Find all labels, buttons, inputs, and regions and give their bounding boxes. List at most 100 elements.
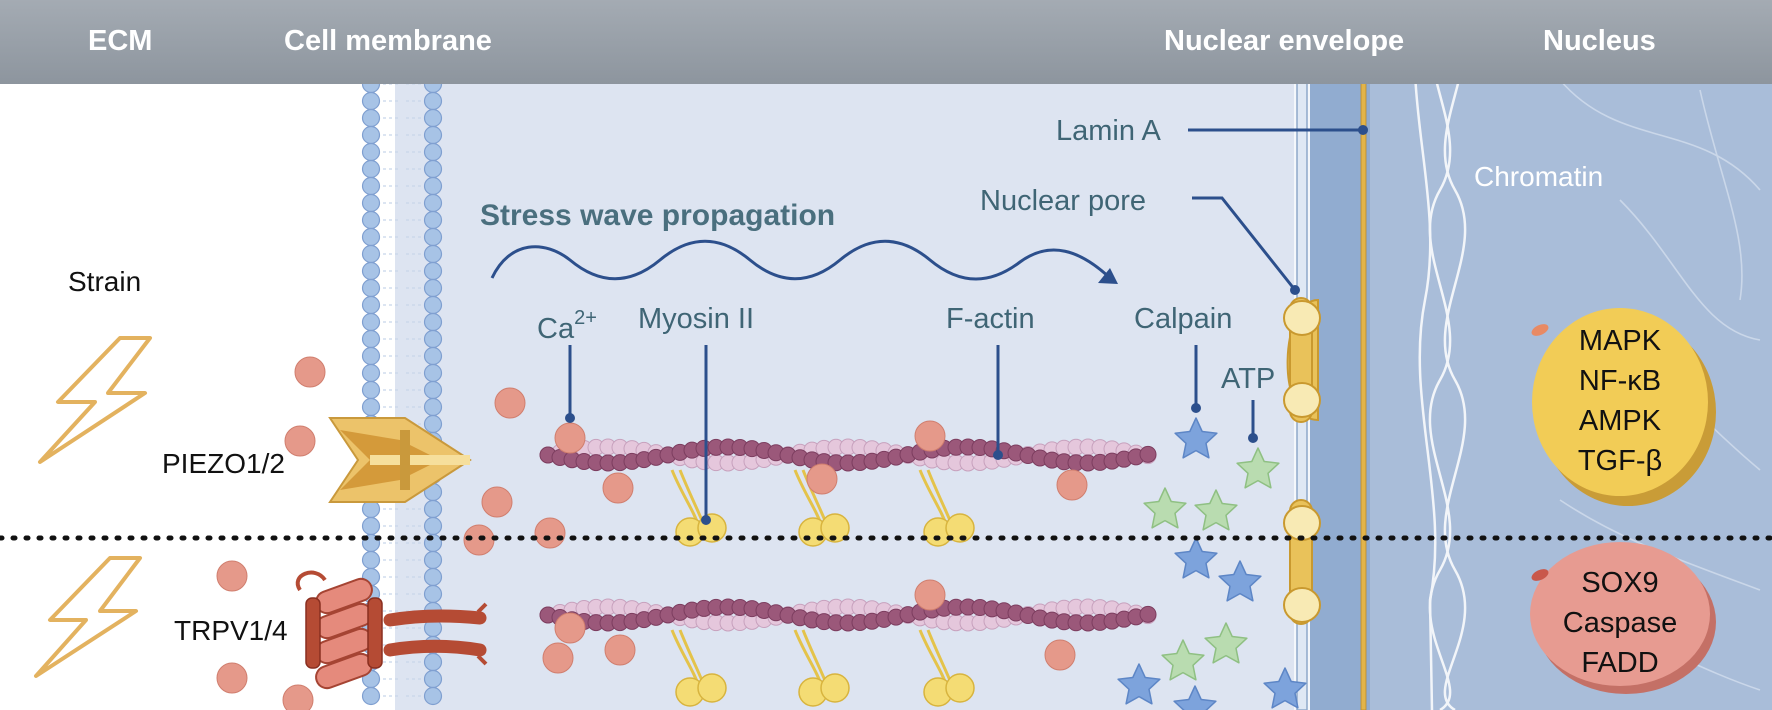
calcium-ion — [604, 634, 636, 666]
calcium-label-base: Ca — [537, 313, 575, 345]
lipid-head — [423, 193, 443, 213]
stress-wave-arrowhead — [1098, 268, 1118, 284]
calcium-ion — [1056, 469, 1088, 501]
lipid-head — [423, 261, 443, 281]
lipid-head — [361, 516, 381, 536]
lipid-head — [423, 329, 443, 349]
chromatin-label: Chromatin — [1474, 161, 1603, 192]
pathway-caspase: Caspase — [1563, 607, 1677, 639]
lipid-head — [361, 312, 381, 332]
myosin-motors — [670, 469, 975, 707]
lipid-head — [423, 397, 443, 417]
calpain-label: Calpain — [1134, 303, 1232, 335]
header-ecm: ECM — [88, 25, 152, 57]
calcium-ion — [554, 612, 586, 644]
lipid-head — [423, 91, 443, 111]
molecule-star — [1161, 639, 1205, 681]
lipid-head — [423, 346, 443, 366]
stress-wave-arrow — [490, 239, 1112, 281]
lipid-head — [361, 363, 381, 383]
lamin-label: Lamin A — [1056, 115, 1161, 147]
lipid-head — [423, 210, 443, 230]
chromatin-strands — [1413, 0, 1467, 710]
lipid-head — [423, 278, 443, 298]
lipid-head — [423, 312, 443, 332]
molecule-star — [1174, 537, 1218, 579]
myosin-head — [945, 673, 975, 703]
calcium-ion — [216, 662, 248, 694]
lipid-head — [361, 125, 381, 145]
lipid-head — [361, 176, 381, 196]
lipid-head — [361, 261, 381, 281]
lipid-head — [423, 380, 443, 400]
lipid-head — [423, 244, 443, 264]
actin-monomer-dark — [1139, 605, 1157, 623]
pathway-nfkb: NF-κB — [1579, 365, 1661, 397]
calcium-ion — [1044, 639, 1076, 671]
lipid-head — [423, 363, 443, 383]
molecule-star — [1117, 663, 1161, 705]
ecm-region — [0, 0, 355, 710]
calpain-atp-stars — [1117, 417, 1307, 710]
calcium-ion — [282, 684, 314, 710]
lipid-head — [423, 550, 443, 570]
lipid-head — [361, 193, 381, 213]
molecule-star — [1263, 667, 1307, 709]
piezo-label: PIEZO1/2 — [162, 448, 285, 479]
myosin-head — [945, 513, 975, 543]
header-nucleus: Nucleus — [1543, 25, 1656, 57]
lipid-head — [423, 652, 443, 672]
lipid-head — [423, 584, 443, 604]
lipid-head — [423, 516, 443, 536]
lipid-head — [361, 295, 381, 315]
lipid-head — [361, 108, 381, 128]
lipid-head — [423, 499, 443, 519]
calcium-ions — [216, 356, 1088, 710]
calcium-label-superscript: 2+ — [574, 307, 597, 329]
calcium-ion — [914, 579, 946, 611]
molecule-star — [1194, 489, 1238, 531]
lipid-head — [423, 108, 443, 128]
pathway-mapk: MAPK — [1579, 325, 1662, 357]
calcium-ion — [534, 517, 566, 549]
nuclear-pore-label: Nuclear pore — [980, 185, 1146, 217]
actin-filament-lower — [539, 598, 1157, 632]
calcium-ion — [914, 420, 946, 452]
trpv-channel-icon — [295, 570, 488, 690]
lipid-head — [361, 210, 381, 230]
piezo-channel-icon — [328, 417, 472, 503]
lipid-head — [423, 295, 443, 315]
calcium-ion — [284, 425, 316, 457]
calcium-ion — [494, 387, 526, 419]
molecule-star — [1236, 447, 1280, 489]
lipid-head — [423, 159, 443, 179]
strain-label: Strain — [68, 266, 141, 297]
calcium-ion — [554, 422, 586, 454]
calcium-label: Ca2+ — [537, 307, 597, 345]
header-nuclear-envelope: Nuclear envelope — [1164, 25, 1404, 57]
lipid-head — [361, 550, 381, 570]
calcium-ion — [542, 642, 574, 674]
lipid-head — [361, 346, 381, 366]
lipid-head — [361, 159, 381, 179]
molecule-star — [1174, 417, 1218, 459]
factin-label: F-actin — [946, 303, 1035, 335]
molecule-star — [1204, 622, 1248, 664]
upper-pathway-highlight — [1531, 324, 1549, 336]
trpv-label: TRPV1/4 — [174, 615, 288, 646]
calcium-ion — [481, 486, 513, 518]
lipid-head — [361, 499, 381, 519]
atp-label: ATP — [1221, 363, 1275, 395]
lower-pathway-group — [1530, 542, 1710, 686]
lipid-head — [423, 125, 443, 145]
pathway-tgfb: TGF-β — [1578, 445, 1662, 477]
actin-filament-upper — [539, 438, 1157, 472]
lipid-head — [361, 142, 381, 162]
pathway-ampk: AMPK — [1579, 405, 1662, 437]
nuclear-pore-upper — [1283, 297, 1321, 423]
myosin-head — [820, 513, 850, 543]
lightning-icon-upper — [38, 336, 152, 464]
pathway-sox9: SOX9 — [1581, 567, 1658, 599]
pathway-fadd: FADD — [1581, 647, 1658, 679]
